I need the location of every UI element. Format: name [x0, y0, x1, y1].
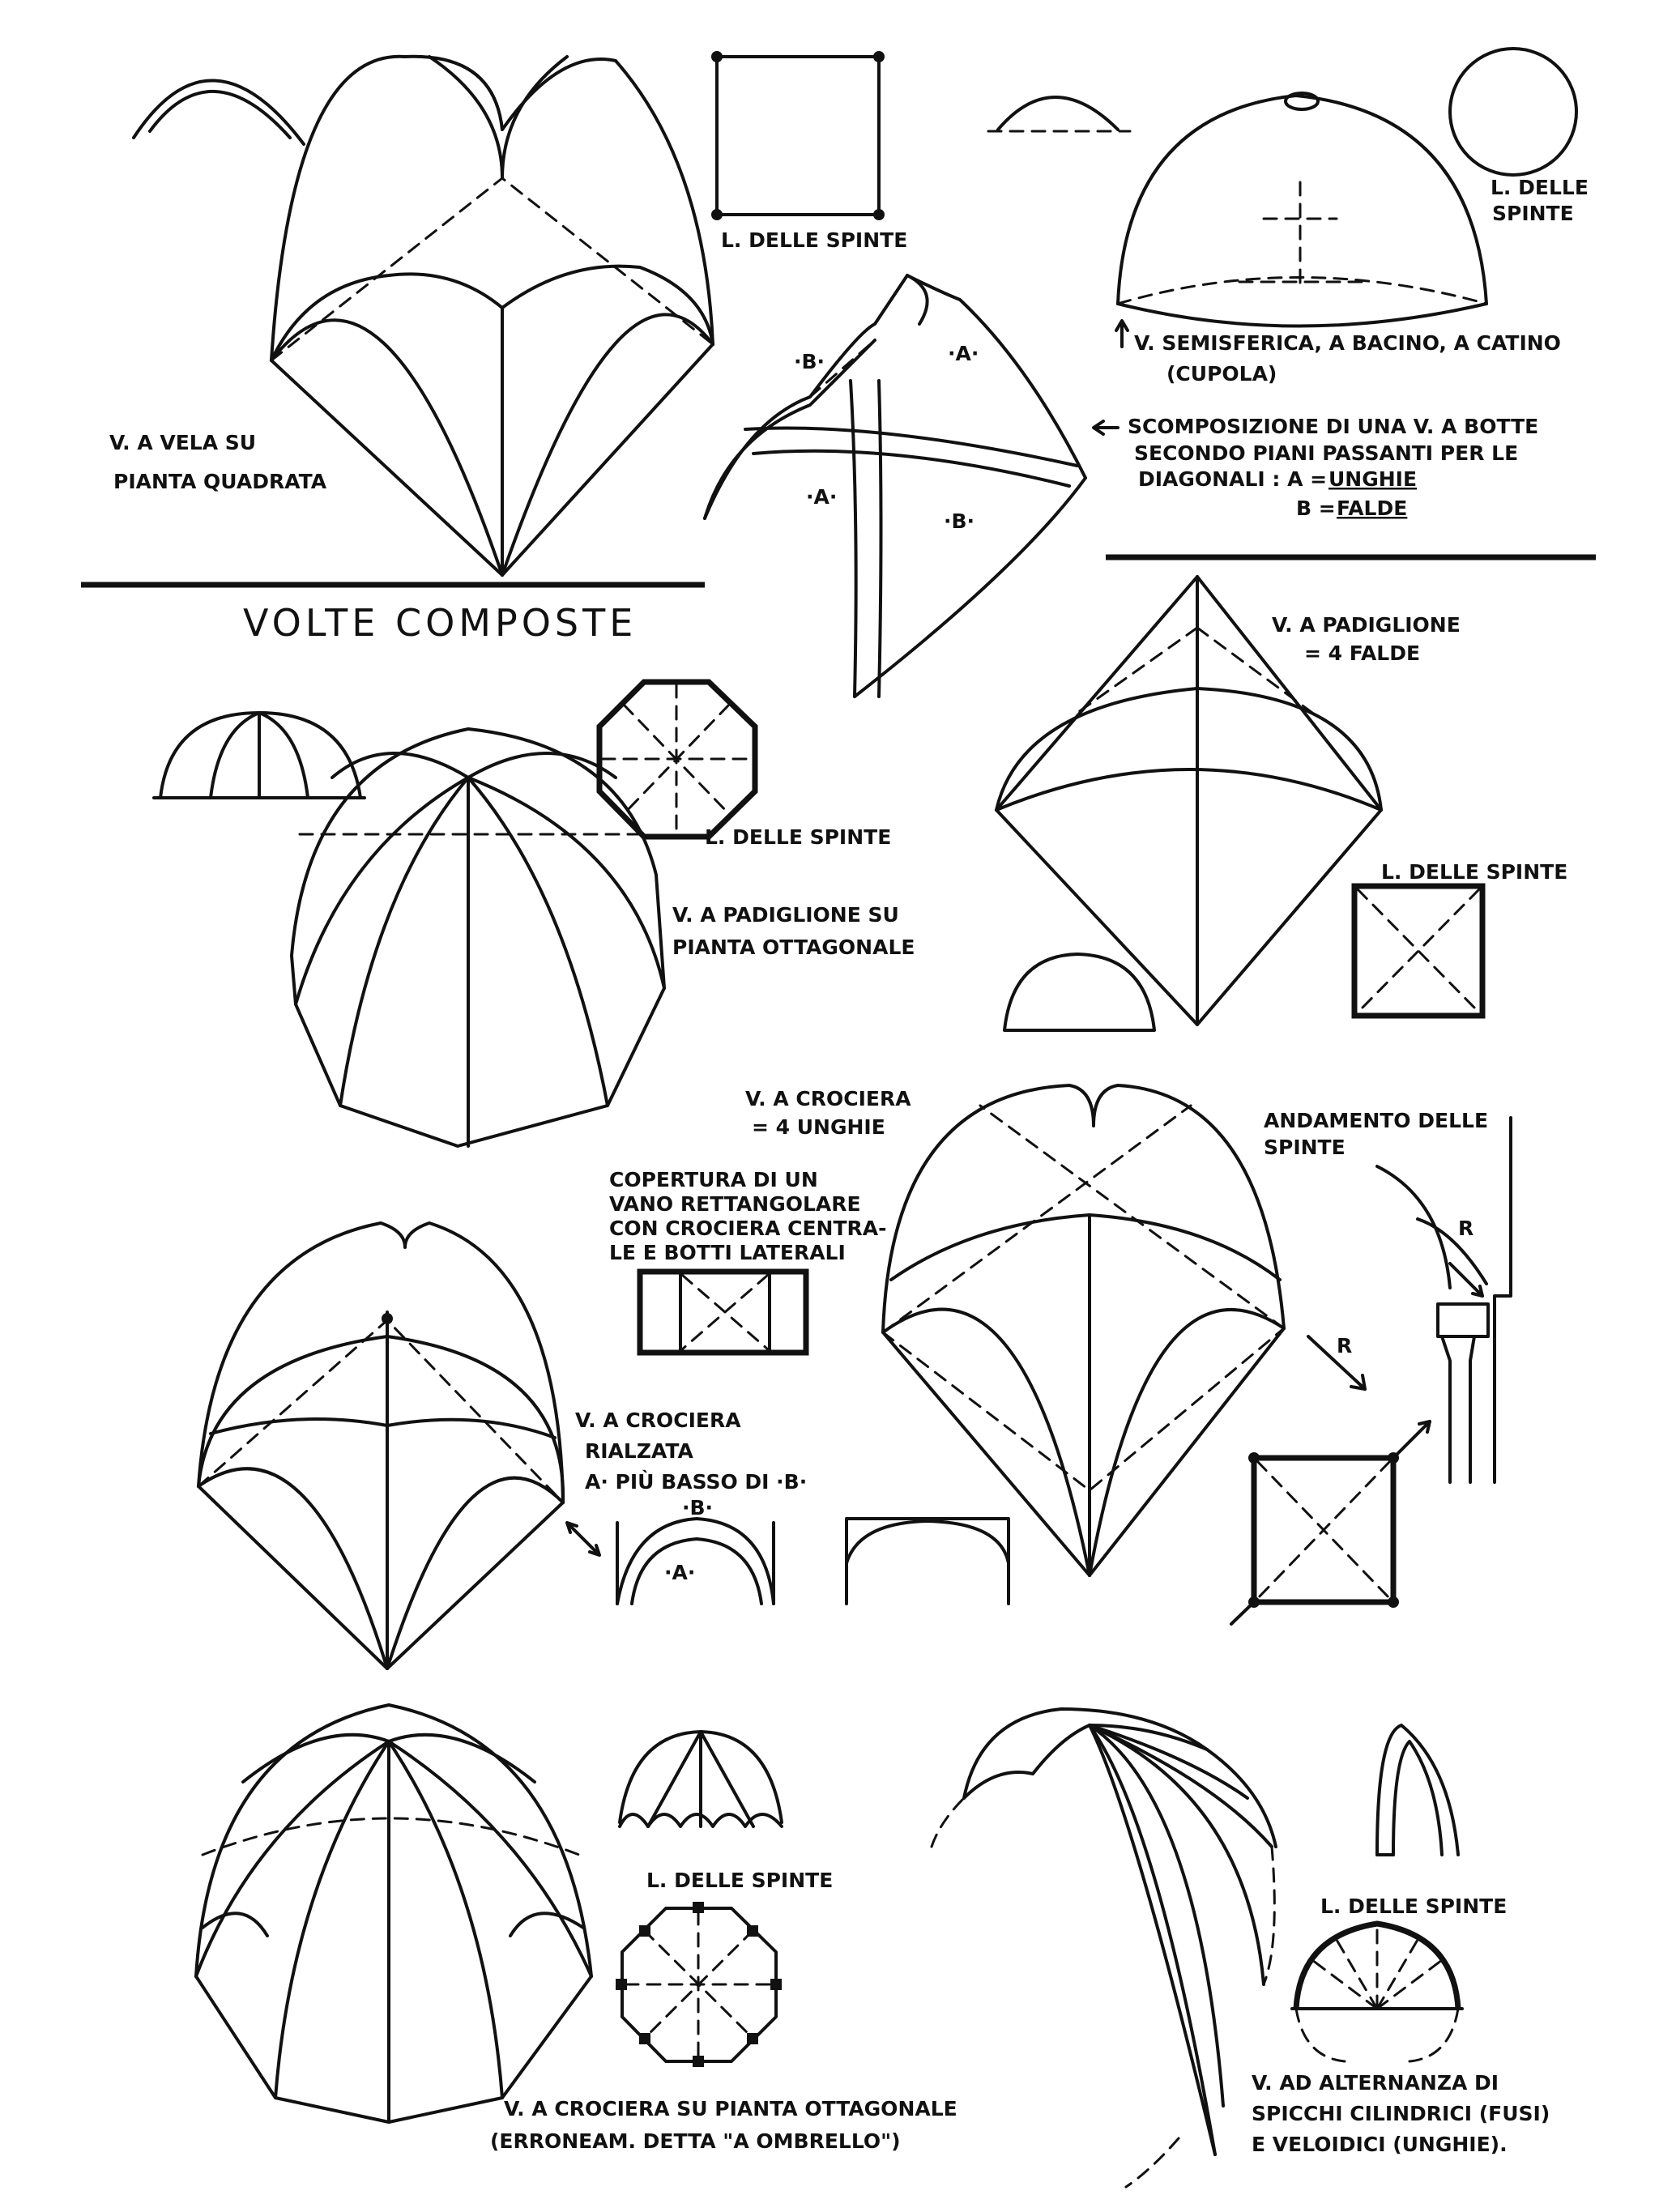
vela-section-icon [132, 79, 305, 146]
spinte-semicircle-label: L. DELLE SPINTE [1320, 1894, 1507, 1918]
groin-vault-icon [881, 1084, 1286, 1577]
falde-prefix-label: B = [1296, 497, 1336, 520]
rialzata-label-3: A· PIÙ BASSO DI ·B· [585, 1469, 807, 1494]
groin-thrust-plan-icon [1230, 1420, 1431, 1626]
umbrella-section-icon [618, 1730, 783, 1828]
falde-label: FALDE [1337, 497, 1407, 520]
part-a-bottom-label: ·A· [806, 485, 837, 509]
diagonal-double-arrow-icon [565, 1521, 601, 1557]
section-a-label: ·A· [664, 1561, 695, 1584]
part-b-top-label: ·B· [794, 350, 825, 373]
padiglione-falde-label-2: = 4 FALDE [1304, 641, 1420, 665]
crociera-unghie-label-1: V. A CROCIERA [745, 1087, 911, 1110]
emisferica-label: V. SEMISFERICA, A BACINO, A CATINO [1134, 331, 1561, 355]
ombrello-label-1: V. A CROCIERA SU PIANTA OTTAGONALE [504, 2097, 957, 2120]
crociera-unghie-label-2: = 4 UNGHIE [752, 1115, 885, 1139]
vela-vault-icon [270, 54, 714, 577]
alternating-vault-icon [930, 1707, 1277, 2189]
rectangular-plan-icon [637, 1268, 809, 1356]
vela-label-1: V. A VELA SU [109, 431, 256, 454]
left-arrow-icon [1092, 420, 1120, 436]
octagon-thrust-plan-icon [596, 679, 758, 840]
andamento-label-1: ANDAMENTO DELLE [1264, 1109, 1488, 1132]
scomposizione-label-1: SCOMPOSIZIONE DI UNA V. A BOTTE [1128, 415, 1538, 438]
cloister-section-icon [1003, 953, 1156, 1032]
umbrella-vault-icon [194, 1703, 593, 2124]
scomposizione-label-3: DIAGONALI : A = [1138, 467, 1327, 491]
raised-section-icon [616, 1517, 775, 1605]
alternanza-label-2: SPICCHI CILINDRICI (FUSI) [1252, 2102, 1550, 2125]
section-b-label: ·B· [682, 1496, 713, 1519]
rialzata-label-2: RIALZATA [585, 1439, 693, 1463]
cupola-label: (CUPOLA) [1166, 362, 1277, 386]
circle-thrust-plan-icon [1448, 47, 1578, 177]
alternanza-label-3: E VELOIDICI (UNGHIE). [1252, 2133, 1508, 2156]
cloister-vault-icon [995, 575, 1383, 1026]
thrust-arrow-icon [1307, 1335, 1367, 1391]
raised-groin-vault-icon [197, 1221, 565, 1670]
padiglione-falde-label-1: V. A PADIGLIONE [1272, 613, 1461, 637]
vela-label-2: PIANTA QUADRATA [113, 470, 327, 493]
andamento-label-2: SPINTE [1264, 1136, 1346, 1159]
unghie-label: UNGHIE [1328, 467, 1417, 491]
spinte-oct-crociera-label: L. DELLE SPINTE [646, 1869, 833, 1892]
force-r-upper-label: R [1458, 1217, 1473, 1240]
rialzata-label-1: V. A CROCIERA [575, 1409, 741, 1432]
octagonal-cloister-vault-icon [290, 727, 666, 1148]
spinte-circle-label-2: SPINTE [1492, 202, 1574, 225]
section-title: VOLTE COMPOSTE [243, 601, 637, 645]
copertura-label-1: COPERTURA DI UN [609, 1168, 818, 1191]
part-a-top-label: ·A· [948, 342, 979, 365]
spinte-padiglione-label: L. DELLE SPINTE [1381, 860, 1567, 884]
hemisphere-section-icon [987, 96, 1132, 133]
ombrello-label-2: (ERRONEAM. DETTA "A OMBRELLO") [490, 2129, 901, 2153]
octagonal-section-icon [152, 711, 366, 799]
vela-thrust-plan-icon [711, 51, 885, 220]
pier-thrust-diagram-icon [1375, 1116, 1512, 1484]
copertura-label-2: VANO RETTANGOLARE [609, 1192, 861, 1216]
semicircle-thrust-plan-icon [1290, 1920, 1464, 2063]
cloister-thrust-plan-icon [1351, 883, 1486, 1019]
padiglione-ottagonale-label-2: PIANTA OTTAGONALE [672, 936, 915, 959]
force-r-lower-label: R [1337, 1334, 1352, 1357]
octagon-dots-plan-icon [616, 1902, 782, 2067]
padiglione-ottagonale-label-1: V. A PADIGLIONE SU [672, 903, 899, 927]
alternating-section-icon [1375, 1724, 1460, 1856]
barrel-decomposition-icon [703, 274, 1087, 698]
alternanza-label-1: V. AD ALTERNANZA DI [1252, 2071, 1499, 2095]
up-arrow-icon [1115, 319, 1129, 348]
part-b-bottom-label: ·B· [944, 509, 975, 533]
spinte-oct-label: L. DELLE SPINTE [705, 825, 891, 849]
cupola-vault-icon [1116, 92, 1488, 328]
copertura-label-3: CON CROCIERA CENTRA- [609, 1217, 886, 1240]
copertura-label-4: LE E BOTTI LATERALI [609, 1241, 846, 1264]
spinte-square-label: L. DELLE SPINTE [721, 228, 907, 252]
spinte-circle-label-1: L. DELLE [1491, 176, 1589, 199]
wall-section-icon [845, 1517, 1010, 1605]
scomposizione-label-2: SECONDO PIANI PASSANTI PER LE [1134, 441, 1518, 465]
